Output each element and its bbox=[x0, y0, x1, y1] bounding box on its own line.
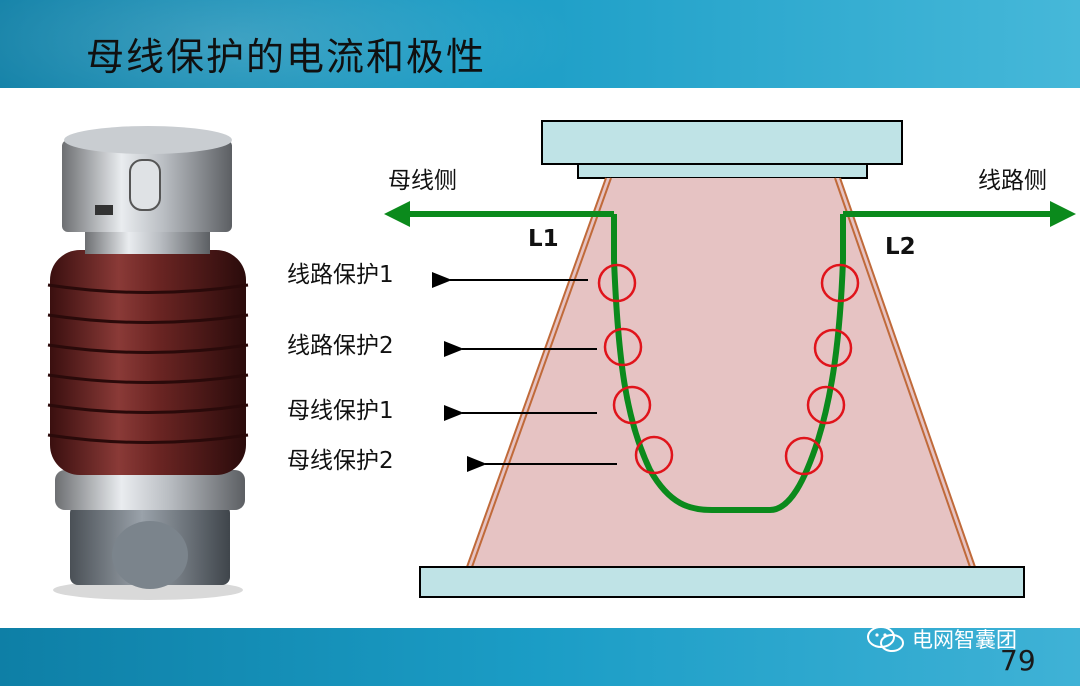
tag-l2: L2 bbox=[885, 234, 916, 260]
protection-label-bus-1: 母线保护1 bbox=[287, 398, 394, 424]
tag-l1: L1 bbox=[528, 226, 559, 252]
conductor-path bbox=[611, 214, 846, 513]
bottom-plate bbox=[419, 566, 1025, 598]
cone-edges bbox=[466, 177, 976, 568]
cone-body bbox=[467, 178, 975, 567]
slide-title: 母线保护的电流和极性 bbox=[86, 35, 487, 79]
line-side-label: 线路侧 bbox=[978, 168, 1047, 194]
top-flange bbox=[577, 163, 868, 179]
ct-photo bbox=[47, 126, 249, 600]
bus-side-label: 母线侧 bbox=[388, 168, 457, 194]
ct-ring-left-3 bbox=[612, 385, 652, 425]
header-sheen bbox=[0, 0, 580, 88]
pointer-arrows bbox=[432, 272, 617, 472]
protection-label-line-1: 线路保护1 bbox=[287, 262, 394, 288]
ct-rings bbox=[597, 263, 860, 476]
ct-ring-right-2 bbox=[813, 328, 853, 368]
header-bar: 母线保护的电流和极性 bbox=[0, 0, 1080, 88]
ct-ring-right-1 bbox=[820, 263, 860, 303]
brand-name: 电网智囊团 bbox=[912, 628, 1017, 652]
line-side-arrowhead bbox=[1050, 201, 1076, 227]
ct-ring-left-4 bbox=[634, 435, 674, 475]
bus-side-arrowhead bbox=[384, 201, 410, 227]
ct-ring-left-1 bbox=[597, 263, 637, 303]
top-plate bbox=[541, 120, 903, 165]
ct-ring-right-4 bbox=[784, 436, 824, 476]
wechat-icon bbox=[867, 626, 904, 652]
brand-watermark: 电网智囊团 bbox=[866, 624, 1017, 654]
ct-ring-right-3 bbox=[806, 385, 846, 425]
protection-label-line-2: 线路保护2 bbox=[287, 333, 394, 359]
protection-label-bus-2: 母线保护2 bbox=[287, 448, 394, 474]
ct-ring-left-2 bbox=[603, 327, 643, 367]
page-number: 79 bbox=[1000, 644, 1036, 677]
